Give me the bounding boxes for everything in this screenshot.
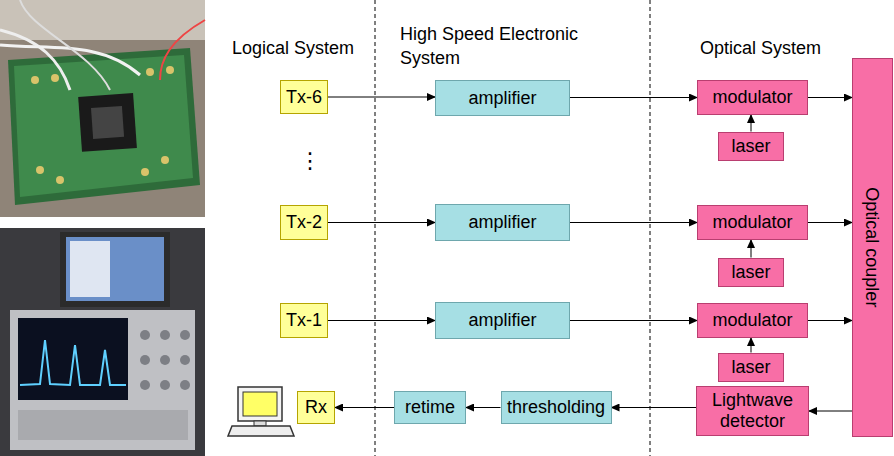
node-label: amplifier bbox=[468, 310, 536, 331]
signal-arrow bbox=[808, 222, 852, 223]
node-label: laser bbox=[731, 357, 770, 378]
node-label: Tx-1 bbox=[286, 310, 322, 331]
transmitter-box: Tx-2 bbox=[280, 205, 328, 240]
receiver-box: Rx bbox=[297, 391, 335, 424]
optical-box: laser bbox=[718, 353, 784, 382]
signal-arrow bbox=[466, 407, 501, 408]
column-header: Logical System bbox=[232, 36, 354, 60]
node-label: Rx bbox=[305, 397, 327, 418]
transmitter-box: Tx-1 bbox=[280, 303, 328, 338]
electronic-box: amplifier bbox=[435, 302, 570, 339]
column-separator bbox=[375, 0, 376, 456]
node-label: laser bbox=[731, 136, 770, 157]
node-label: laser bbox=[731, 262, 770, 283]
node-label: Tx-6 bbox=[286, 87, 322, 108]
board-photo bbox=[0, 0, 205, 217]
optical-box: Optical coupler bbox=[852, 58, 893, 437]
signal-arrow bbox=[328, 222, 435, 223]
electronic-box: amplifier bbox=[435, 204, 570, 241]
signal-arrow bbox=[570, 97, 697, 98]
optical-box: modulator bbox=[697, 205, 808, 240]
optical-box: modulator bbox=[697, 303, 808, 338]
signal-arrow bbox=[612, 407, 697, 408]
optical-box: Lightwave detector bbox=[696, 386, 809, 436]
signal-arrow bbox=[809, 411, 852, 412]
node-label: Lightwave detector bbox=[701, 390, 804, 431]
signal-arrow bbox=[751, 240, 752, 258]
signal-arrow bbox=[751, 338, 752, 353]
signal-arrow bbox=[808, 320, 852, 321]
node-label: modulator bbox=[712, 310, 792, 331]
node-label: modulator bbox=[712, 87, 792, 108]
electronic-box: retime bbox=[394, 391, 466, 424]
electronic-box: thresholding bbox=[501, 391, 612, 424]
node-label: amplifier bbox=[468, 212, 536, 233]
ellipsis: ⋮ bbox=[299, 150, 321, 172]
signal-arrow bbox=[335, 407, 394, 408]
signal-arrow bbox=[808, 97, 852, 98]
oscilloscope-photo bbox=[0, 228, 205, 456]
signal-arrow bbox=[328, 320, 435, 321]
node-label: Optical coupler bbox=[862, 187, 883, 307]
column-separator bbox=[650, 0, 651, 456]
optical-box: modulator bbox=[697, 80, 808, 115]
optical-box: laser bbox=[718, 132, 784, 161]
column-header: High Speed Electronic System bbox=[400, 22, 615, 71]
node-label: thresholding bbox=[507, 397, 605, 418]
node-label: modulator bbox=[712, 212, 792, 233]
computer-icon bbox=[228, 387, 294, 436]
node-label: Tx-2 bbox=[286, 212, 322, 233]
signal-arrow bbox=[570, 222, 697, 223]
signal-arrow bbox=[751, 115, 752, 132]
column-header: Optical System bbox=[700, 36, 821, 60]
electronic-box: amplifier bbox=[435, 80, 570, 116]
signal-arrow bbox=[328, 97, 435, 98]
optical-box: laser bbox=[718, 258, 784, 287]
node-label: amplifier bbox=[468, 88, 536, 109]
signal-arrow bbox=[570, 320, 697, 321]
node-label: retime bbox=[405, 397, 455, 418]
transmitter-box: Tx-6 bbox=[280, 80, 328, 114]
